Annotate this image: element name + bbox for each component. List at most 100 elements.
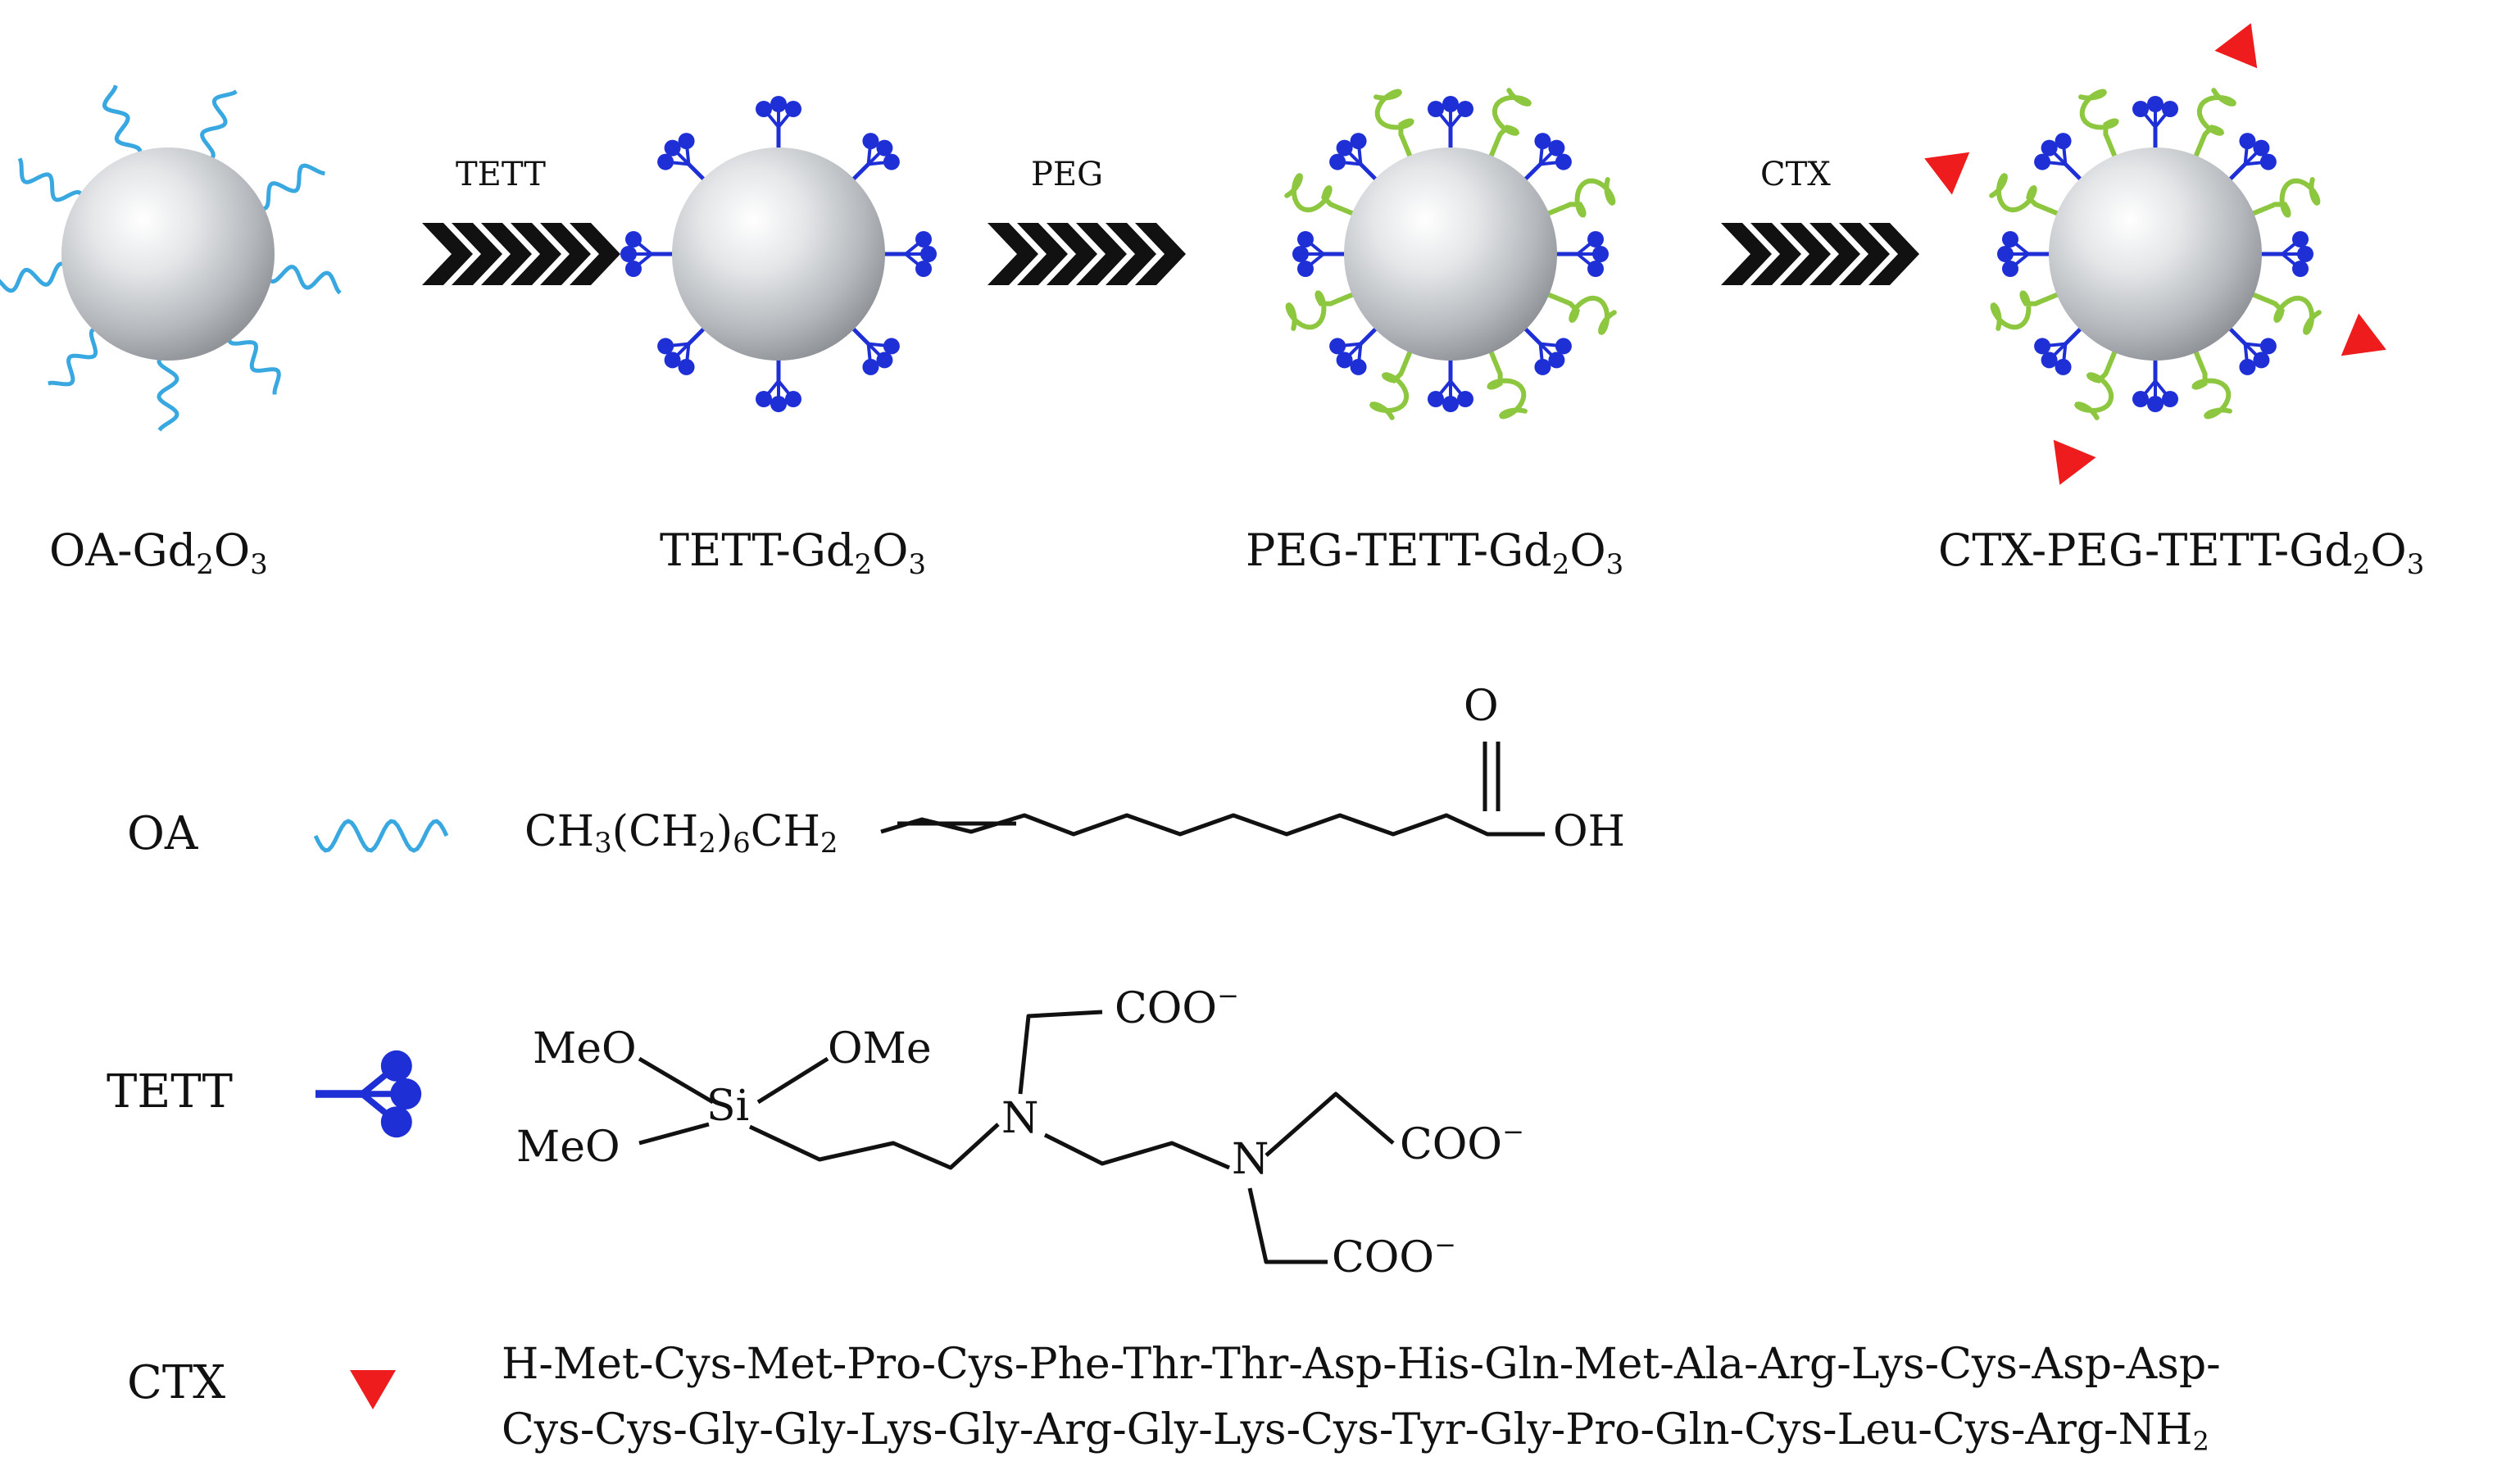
nanoparticle-1: [0, 84, 342, 432]
tett-ligand-7: [1997, 231, 2053, 277]
tett-ligand-2: [849, 133, 900, 184]
oa-chain-10: [102, 84, 143, 163]
ctx-triangle-3: [2053, 439, 2096, 485]
legend-name-ctx: CTX: [127, 1356, 226, 1409]
tett-ligand-6: [1329, 324, 1380, 375]
tett-ligand-5: [756, 356, 801, 412]
tett-ligand-7: [1292, 231, 1348, 277]
tett-n1: N: [1001, 1094, 1039, 1143]
propyl-linker-bonds: [748, 1123, 1000, 1170]
tett-legend-symbol: [316, 1050, 422, 1138]
tett-ligand-1: [1428, 96, 1473, 152]
peg-chain-5: [1369, 346, 1414, 420]
peg-chain-3: [1542, 290, 1617, 336]
legend-name-tett: TETT: [107, 1065, 233, 1119]
tett-ligand-6: [657, 324, 708, 375]
oa-oh: OH: [1553, 807, 1625, 856]
ctx-sequence-line-1: H-Met-Cys-Met-Pro-Cys-Phe-Thr-Thr-Asp-Hi…: [502, 1340, 2221, 1389]
tett-coo-3: COO−: [1332, 1229, 1456, 1282]
nanoparticle-sequence: [0, 23, 2386, 485]
n1-acetate-bond: [1018, 1010, 1103, 1095]
np-label-ctx: CTX-PEG-TETT-Gd2O3: [1938, 524, 2425, 581]
oa-chain-bonds: [880, 813, 1545, 837]
tett-ligand-4: [1521, 324, 1572, 375]
np-label-oa: OA-Gd2O3: [49, 524, 268, 581]
peg-chain-6: [1990, 290, 2064, 331]
gd2o3-sphere: [672, 147, 885, 361]
oa-carbonyl-o: O: [1464, 682, 1499, 731]
oa-chain-4: [262, 265, 342, 295]
tett-ligand-7: [620, 231, 676, 277]
tett-ome: OMe: [828, 1024, 932, 1073]
peg-chain-6: [1285, 290, 1359, 331]
tett-meo-top: MeO: [533, 1024, 637, 1073]
peg-chain-7: [1989, 172, 2064, 218]
structure-bonds: [638, 742, 1545, 1264]
gd2o3-sphere: [61, 147, 275, 361]
tett-si: Si: [706, 1082, 750, 1131]
peg-chain-8: [1374, 88, 1414, 162]
peg-chain-1: [1487, 88, 1532, 162]
chevron-arrow-1: [422, 223, 620, 285]
tett-ligand-2: [2226, 133, 2277, 184]
tett-ligand-1: [756, 96, 801, 152]
nanoparticle-4: [1924, 23, 2386, 485]
nanoparticle-2: [620, 96, 937, 412]
tett-ligand-3: [881, 231, 937, 277]
n2-acetate-upper-bond: [1265, 1091, 1395, 1157]
si-meo-top-bond: [638, 1056, 715, 1105]
tett-ligand-5: [2132, 356, 2178, 412]
tett-ligand-1: [2132, 96, 2178, 152]
tett-ligand-4: [2226, 324, 2277, 375]
tett-ligand-2: [1521, 133, 1572, 184]
step-label-tett: TETT: [456, 156, 546, 193]
oa-chain-2: [199, 89, 238, 164]
si-ome-bond: [756, 1056, 829, 1105]
peg-chain-7: [1284, 172, 1359, 218]
tett-coo-2: COO−: [1400, 1116, 1524, 1169]
ethylene-bridge-bonds: [1043, 1132, 1230, 1170]
peg-chain-4: [1487, 346, 1528, 420]
legend-name-oa: OA: [127, 807, 198, 860]
reaction-arrows: [422, 223, 1919, 285]
oa-chain-3: [252, 163, 325, 211]
ctx-triangle-4: [1924, 152, 1970, 195]
si-meo-bottom-bond: [638, 1122, 710, 1146]
chevron-arrow-3: [1721, 223, 1919, 285]
peg-chain-2: [2247, 177, 2321, 218]
tett-meo-bottom: MeO: [516, 1123, 620, 1172]
step-label-ctx: CTX: [1760, 156, 1831, 193]
step-label-peg: PEG: [1031, 156, 1104, 193]
oa-chain-8: [0, 261, 73, 293]
oa-chain-9: [17, 157, 85, 206]
peg-chain-2: [1542, 177, 1616, 218]
tett-coo-1: COO−: [1115, 980, 1239, 1033]
legend-graphics: [313, 819, 449, 1409]
peg-chain-5: [2073, 346, 2119, 420]
np-label-tett: TETT-Gd2O3: [660, 524, 927, 581]
peg-chain-1: [2191, 88, 2237, 162]
tett-ligand-4: [849, 324, 900, 375]
tett-ligand-5: [1428, 356, 1473, 412]
ctx-triangle-1: [2214, 23, 2258, 69]
np-label-peg: PEG-TETT-Gd2O3: [1246, 524, 1624, 581]
oa-formula: CH3(CH2)6CH2: [524, 807, 838, 860]
peg-chain-8: [2078, 88, 2119, 162]
tett-n2: N: [1232, 1135, 1269, 1184]
tett-ligand-3: [2258, 231, 2313, 277]
tett-ligand-6: [2034, 324, 2085, 375]
peg-chain-3: [2247, 290, 2322, 336]
gd2o3-sphere: [1344, 147, 1557, 361]
ctx-legend-symbol: [350, 1370, 396, 1409]
tett-ligand-8: [657, 133, 708, 184]
tett-ligand-3: [1553, 231, 1609, 277]
n2-acetate-lower-bond: [1247, 1187, 1328, 1264]
chevron-arrow-2: [988, 223, 1186, 285]
peg-chain-4: [2191, 346, 2232, 420]
ctx-sequence-line-2: Cys-Cys-Gly-Gly-Lys-Gly-Arg-Gly-Lys-Cys-…: [502, 1405, 2209, 1457]
oa-chain-6: [157, 350, 179, 432]
tett-ligand-8: [1329, 133, 1380, 184]
ctx-triangle-2: [2341, 313, 2386, 356]
